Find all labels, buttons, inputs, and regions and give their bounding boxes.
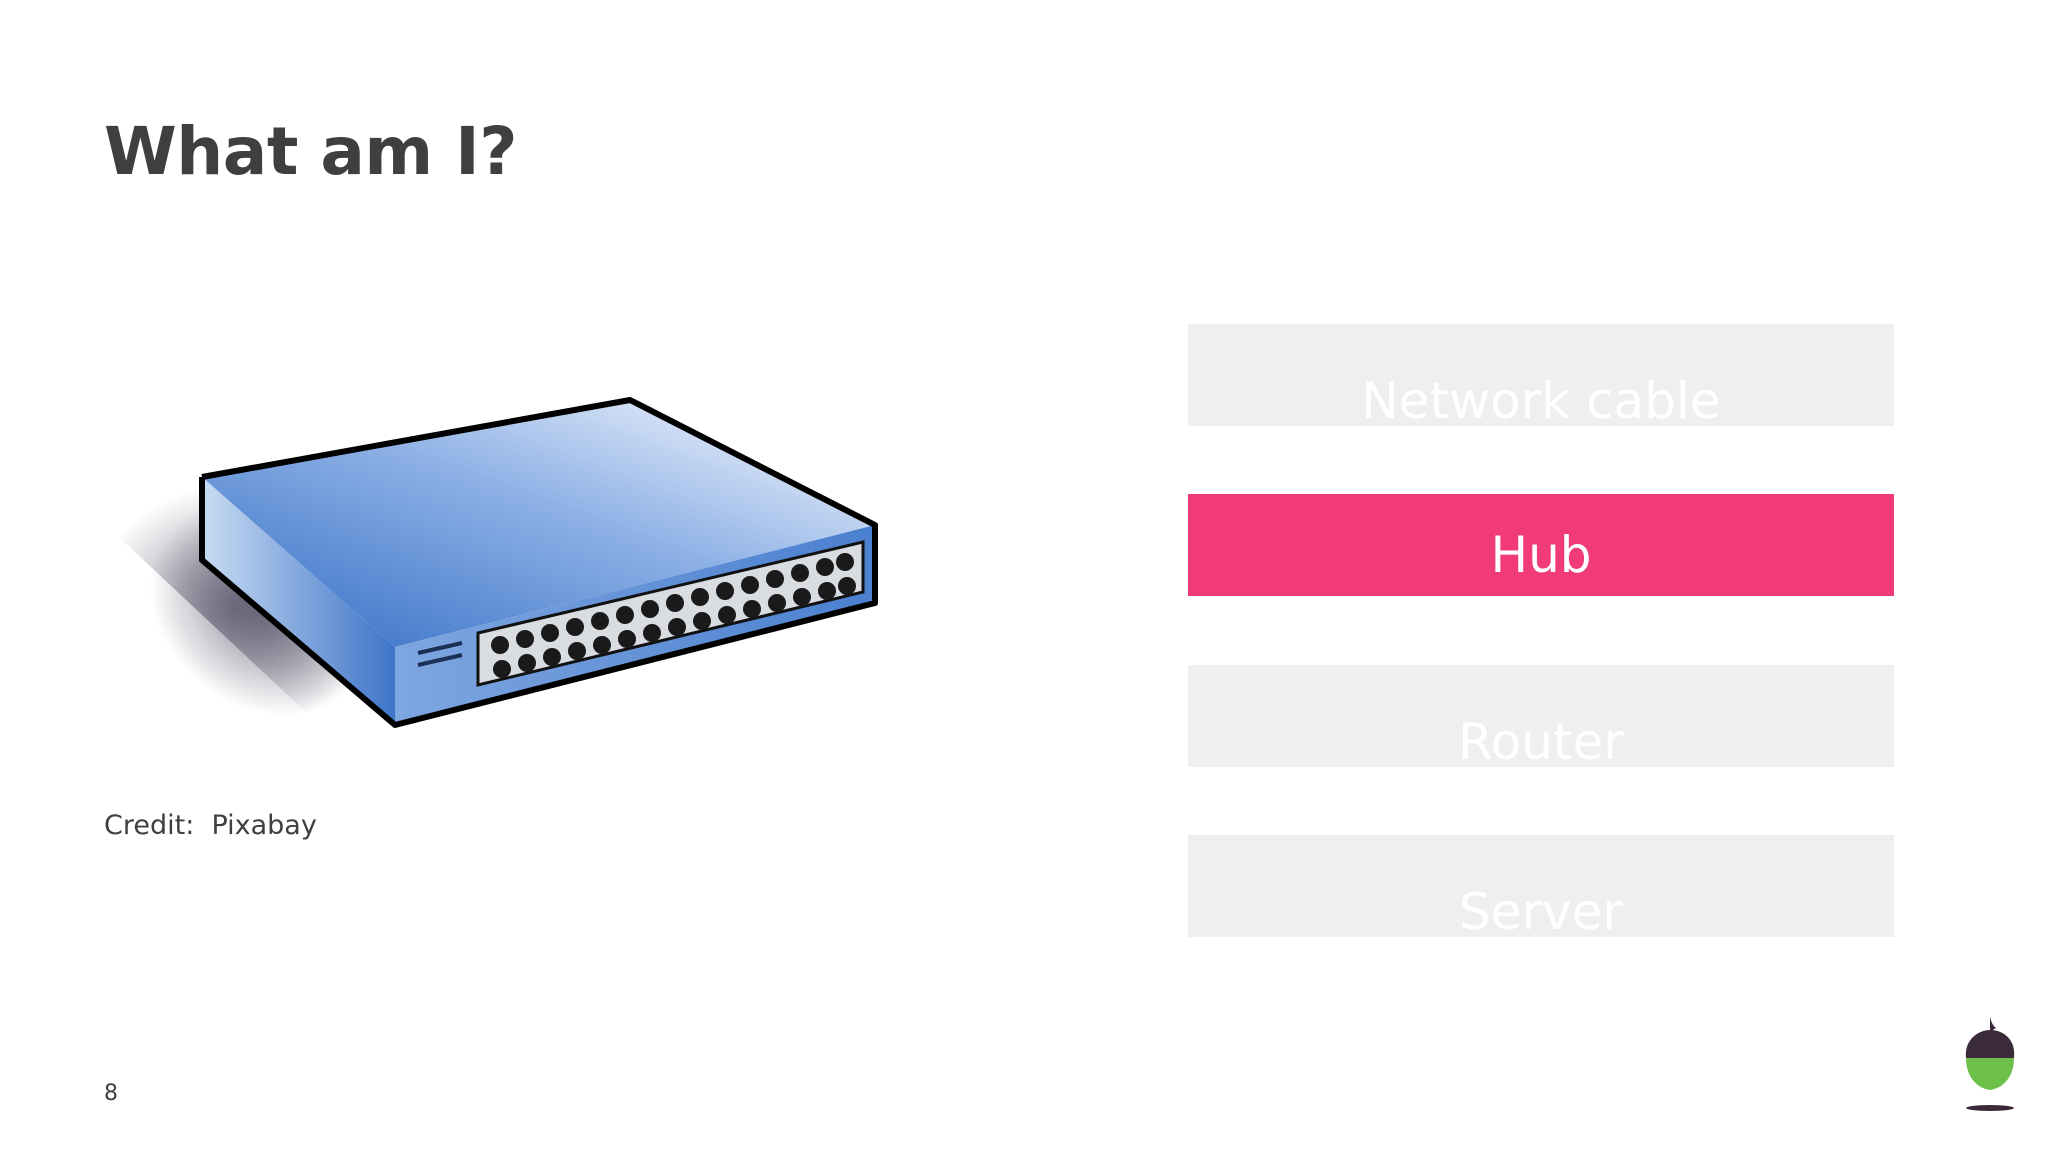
option-server[interactable]: Server xyxy=(1188,835,1894,937)
option-label: Hub xyxy=(1490,526,1592,584)
option-label: Network cable xyxy=(1361,372,1721,426)
option-label: Router xyxy=(1458,713,1624,767)
option-router[interactable]: Router xyxy=(1188,665,1894,767)
option-hub[interactable]: Hub xyxy=(1188,494,1894,596)
option-network-cable[interactable]: Network cable xyxy=(1188,324,1894,426)
network-hub-illustration xyxy=(90,397,878,730)
option-label: Server xyxy=(1459,883,1623,937)
acorn-logo-icon xyxy=(1965,1016,2015,1111)
page-number: 8 xyxy=(104,1081,118,1106)
slide-title: What am I? xyxy=(104,113,517,190)
image-credit: Credit: Pixabay xyxy=(104,810,317,841)
